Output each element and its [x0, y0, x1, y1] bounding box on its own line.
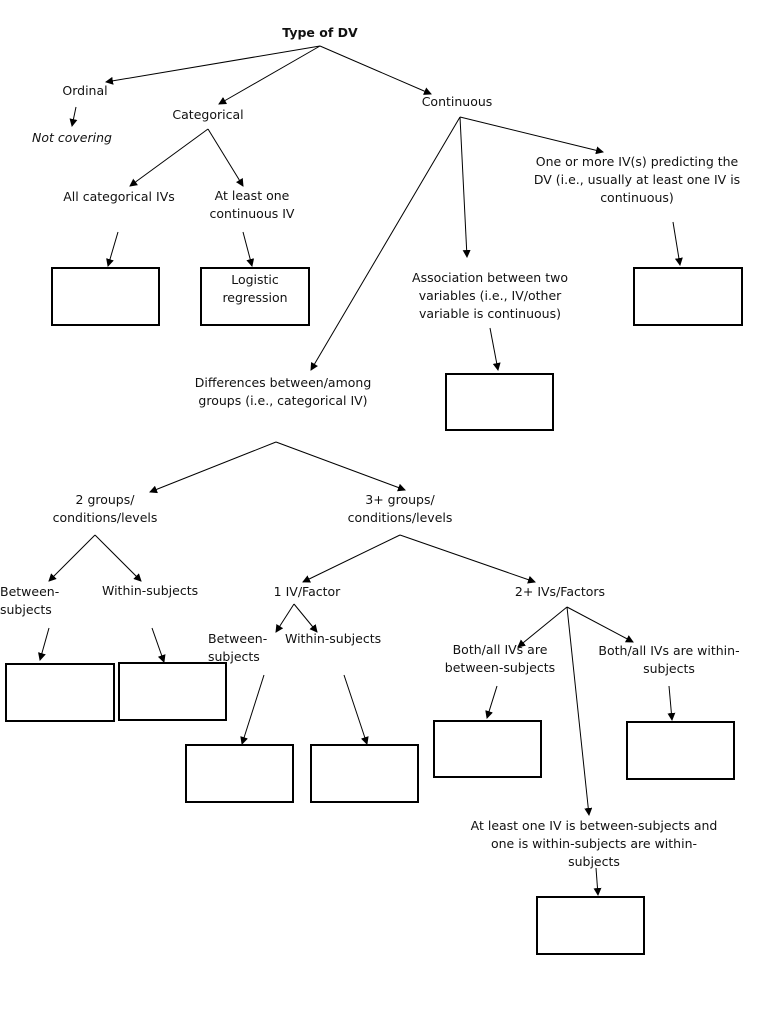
- arrow-categorical-to-all-categorical: [129, 128, 209, 187]
- node-categorical: Categorical: [172, 107, 244, 122]
- node-1-iv-between-subjects: Between-subjects: [208, 631, 268, 664]
- arrow-differences-to-2-groups: [149, 441, 277, 494]
- arrow-3-groups-to-1-iv: [302, 534, 401, 583]
- arrow-both-between-to-box: [485, 685, 498, 719]
- node-3-groups: 3+ groups/ conditions/levels: [347, 492, 453, 525]
- node-ordinal: Ordinal: [62, 83, 108, 98]
- arrow-mixed-to-box: [593, 867, 602, 896]
- arrow-title-to-ordinal: [105, 45, 321, 85]
- answer-box-both-between: [433, 720, 542, 778]
- node-logistic-regression: Logistic regression: [222, 272, 288, 305]
- answer-box-2-groups-within: [118, 662, 227, 721]
- arrow-continuous-to-predicting: [459, 116, 604, 155]
- arrow-1-iv-to-between: [275, 603, 295, 633]
- node-2-groups-within-subjects: Within-subjects: [102, 583, 199, 598]
- arrow-title-to-continuous: [319, 45, 432, 95]
- node-predicting: One or more IV(s) predicting the DV (i.e…: [533, 154, 741, 205]
- arrow-all-categorical-to-box: [106, 231, 119, 267]
- node-mixed-design: At least one IV is between-subjects and …: [470, 818, 718, 869]
- arrow-between-b-to-box: [240, 674, 265, 745]
- arrow-2-groups-to-between: [48, 534, 96, 582]
- node-association: Association between two variables (i.e.,…: [412, 270, 568, 321]
- arrow-title-to-categorical: [218, 45, 321, 105]
- answer-box-logistic: Logistic regression: [200, 267, 310, 326]
- arrow-ordinal-to-not-covering: [69, 106, 78, 127]
- arrow-continuous-to-association: [459, 116, 471, 258]
- answer-box-predicting: [633, 267, 743, 326]
- arrow-3-groups-to-2-ivs: [399, 534, 536, 584]
- arrow-predicting-to-box: [672, 221, 683, 266]
- arrow-within-b-to-box: [343, 674, 369, 745]
- node-1-iv-within-subjects: Within-subjects: [285, 631, 382, 646]
- arrow-2-ivs-to-all-within: [566, 606, 634, 643]
- arrow-2-ivs-to-both-between: [517, 606, 568, 648]
- node-both-between-subjects: Both/all IVs are between-subjects: [444, 642, 556, 675]
- node-not-covering: Not covering: [32, 130, 112, 145]
- node-at-least-one-continuous-iv: At least one continuous IV: [209, 188, 295, 221]
- answer-box-mixed: [536, 896, 645, 955]
- arrow-continuous-to-differences: [310, 116, 461, 371]
- node-2-groups-between-subjects: Between-subjects: [0, 584, 60, 617]
- node-1-iv-factor: 1 IV/Factor: [273, 584, 341, 599]
- answer-box-association: [445, 373, 554, 431]
- arrow-within-a-to-box: [151, 627, 166, 663]
- answer-box-1-iv-between: [185, 744, 294, 803]
- arrow-association-to-box: [489, 327, 501, 371]
- arrow-differences-to-3-groups: [275, 441, 406, 492]
- arrow-1-iv-to-within: [293, 603, 318, 633]
- arrow-2-ivs-to-mixed: [566, 606, 593, 816]
- arrow-all-within-to-box: [667, 685, 676, 721]
- node-all-within-subjects: Both/all IVs are within- subjects: [598, 643, 740, 676]
- arrow-at-least-one-to-logistic: [242, 231, 255, 267]
- node-all-categorical-ivs: All categorical IVs: [63, 189, 175, 204]
- arrow-2-groups-to-within: [94, 534, 142, 582]
- node-continuous: Continuous: [421, 94, 493, 109]
- diagram-title: Type of DV: [282, 25, 358, 40]
- arrow-between-a-to-box: [38, 627, 50, 661]
- node-2-groups: 2 groups/ conditions/levels: [52, 492, 158, 525]
- arrow-categorical-to-at-least-one: [207, 128, 244, 187]
- node-differences: Differences between/among groups (i.e., …: [194, 375, 372, 408]
- node-2-ivs-factors: 2+ IVs/Factors: [514, 584, 606, 599]
- answer-box-2-groups-between: [5, 663, 115, 722]
- answer-box-1-iv-within: [310, 744, 419, 803]
- answer-box-all-within: [626, 721, 735, 780]
- answer-box-all-categorical: [51, 267, 160, 326]
